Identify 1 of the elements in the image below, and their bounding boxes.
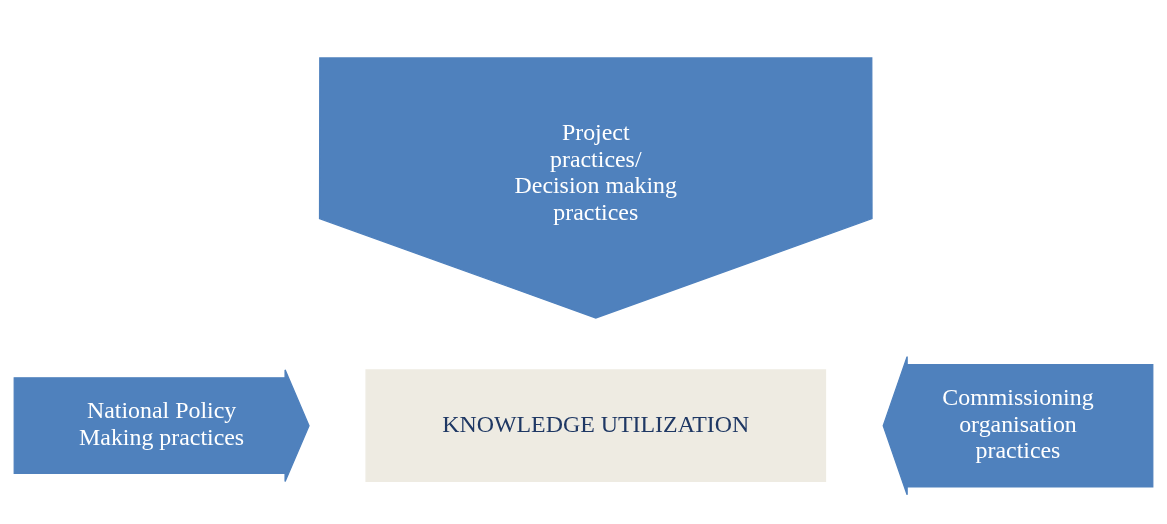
- node-box: KNOWLEDGE UTILIZATION: [365, 368, 827, 482]
